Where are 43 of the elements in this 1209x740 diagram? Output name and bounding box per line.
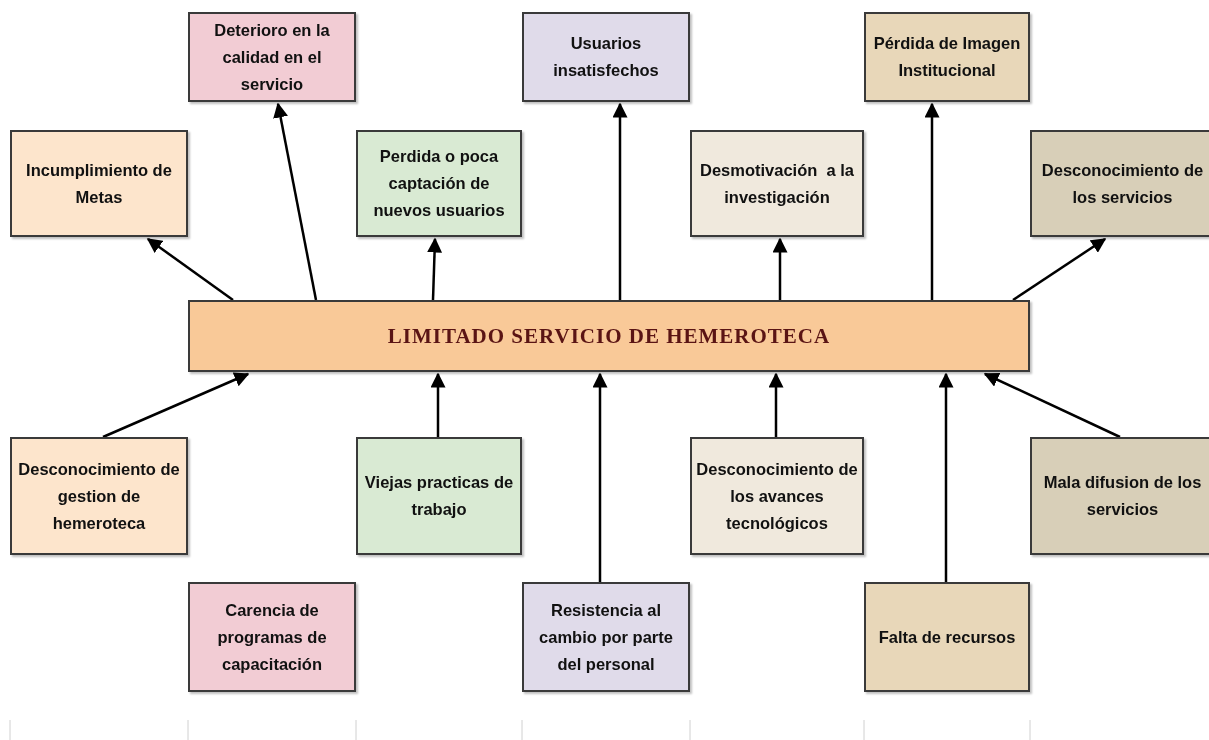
text-box bbox=[10, 437, 188, 555]
arrow bbox=[430, 372, 446, 437]
text-box bbox=[690, 437, 864, 555]
box-label: Pérdida de Imagen Institucional bbox=[872, 33, 1022, 81]
arrow bbox=[938, 372, 954, 582]
problem-box bbox=[188, 300, 1030, 372]
arrow bbox=[772, 237, 788, 300]
arrow bbox=[612, 102, 628, 300]
arrow bbox=[273, 102, 318, 301]
box-label: Desconocimiento de los avances tecnológicos bbox=[696, 458, 858, 534]
text-box bbox=[522, 582, 690, 692]
arrow bbox=[924, 102, 940, 300]
box-label: Mala difusion de los servicios bbox=[1042, 472, 1203, 520]
text-box bbox=[1030, 437, 1209, 555]
text-box bbox=[864, 582, 1030, 692]
text-box bbox=[522, 12, 690, 102]
text-box bbox=[356, 437, 522, 555]
box-label: Perdida o poca captación de nuevos usuarios bbox=[372, 146, 506, 221]
box-label: Desconocimiento de los servicios bbox=[1040, 159, 1205, 208]
text-box bbox=[356, 130, 522, 237]
box-label: Falta de recursos bbox=[878, 626, 1016, 648]
box-label: Resistencia al cambio por parte del personal bbox=[538, 599, 674, 675]
text-box bbox=[10, 130, 188, 237]
arrow bbox=[146, 238, 234, 301]
text-box bbox=[188, 582, 356, 692]
text-box bbox=[690, 130, 864, 237]
box-label: Viejas practicas de trabajo bbox=[363, 472, 515, 520]
arrow bbox=[427, 237, 443, 301]
box-label: Incumplimiento de Metas bbox=[25, 159, 173, 208]
box-label: Carencia de programas de capacitación bbox=[216, 599, 328, 675]
box-label: LIMITADO SERVICIO DE HEMEROTECA bbox=[387, 322, 831, 350]
box-label: Usuarios insatisfechos bbox=[552, 33, 660, 81]
box-label: Desconocimiento de gestion de hemeroteca bbox=[17, 458, 181, 534]
text-box bbox=[1030, 130, 1209, 237]
arrow bbox=[102, 372, 250, 439]
arrow bbox=[592, 372, 608, 582]
arrow bbox=[983, 372, 1121, 439]
arrow bbox=[768, 372, 784, 437]
arrow bbox=[1012, 237, 1107, 302]
text-box bbox=[188, 12, 356, 102]
box-label: Desmotivación a la investigación bbox=[698, 159, 856, 208]
box-label: Deterioro en la calidad en el servicio bbox=[213, 19, 331, 95]
text-box bbox=[864, 12, 1030, 102]
